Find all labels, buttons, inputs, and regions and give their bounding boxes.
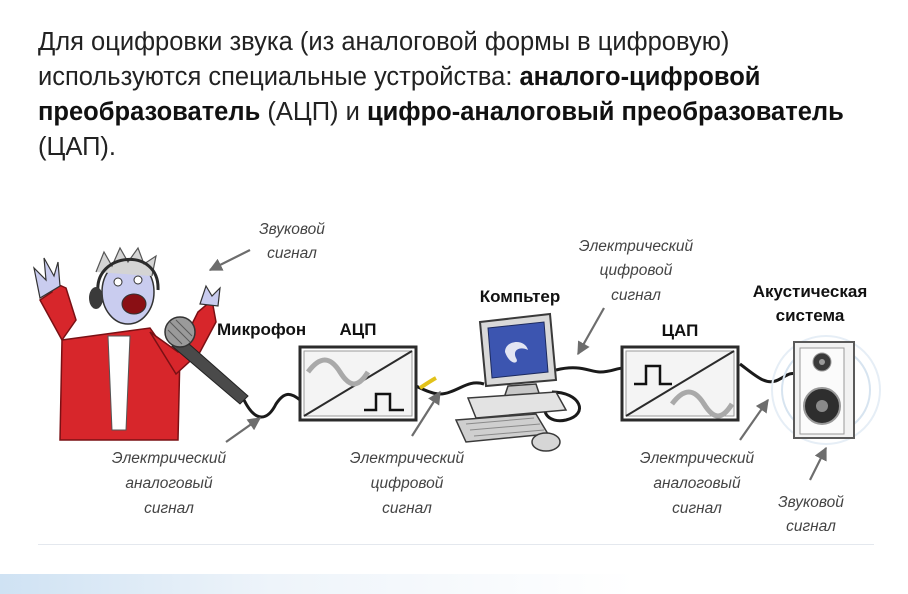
digital-signal-segment — [418, 376, 437, 390]
sound-signal-top-label-line1: Звуковой — [259, 221, 325, 238]
sound-signal-top-label-line2: сигнал — [267, 245, 317, 262]
analog-signal-left-label-line1: Электрический — [112, 450, 227, 467]
dac-label: ЦАП — [662, 321, 699, 340]
divider-line — [38, 544, 874, 545]
digital-signal-bottom-label-line1: Электрический — [350, 450, 465, 467]
sound-signal-bottom-label-line1: Звуковой — [778, 494, 844, 511]
adc-label: АЦП — [340, 320, 377, 339]
speaker-system-label-line1: Акустическая — [753, 282, 867, 301]
intro-paragraph: Для оцифровки звука (из аналоговой формы… — [38, 25, 888, 165]
singer-illustration — [33, 246, 249, 441]
speaker-icon — [771, 335, 881, 445]
digital-signal-top-label-line3: сигнал — [611, 287, 661, 304]
digital-signal-bottom-label-line3: сигнал — [382, 500, 432, 517]
dac-box — [620, 345, 740, 422]
digital-signal-top-label-line2: цифровой — [600, 262, 673, 279]
analog-signal-right-label-line2: аналоговый — [653, 475, 741, 492]
computer-label: Компьтер — [480, 287, 561, 306]
digital-signal-top-label-line1: Электрический — [579, 238, 694, 255]
adc-box — [298, 345, 418, 422]
sound-digitization-diagram: Звуковой сигнал Микрофон АЦП Компьтер ЦА… — [33, 221, 881, 535]
adc-term: аналого-цифровой преобразователь — [38, 63, 761, 126]
speaker-system-label-line2: система — [776, 306, 845, 325]
dac-term: цифро-аналоговый преобразователь — [366, 98, 844, 126]
digital-signal-bottom-label-line2: цифровой — [371, 475, 444, 492]
analog-signal-right-label-line3: сигнал — [672, 500, 722, 517]
analog-signal-left-label-line3: сигнал — [144, 500, 194, 517]
label-arrows — [208, 249, 827, 481]
dac-abbr-text: (ЦАП). — [38, 133, 116, 161]
sound-signal-bottom-label-line2: сигнал — [786, 518, 836, 535]
microphone-icon — [164, 316, 249, 405]
computer-icon — [454, 312, 568, 452]
intro-text: Для оцифровки звука (из аналоговой формы… — [38, 28, 730, 91]
analog-signal-right-label-line1: Электрический — [640, 450, 755, 467]
slide-footer-band — [0, 574, 908, 594]
analog-signal-left-label-line2: аналоговый — [125, 475, 213, 492]
microphone-label: Микрофон — [217, 320, 306, 339]
adc-abbr-text: (АЦП) и — [260, 98, 367, 126]
